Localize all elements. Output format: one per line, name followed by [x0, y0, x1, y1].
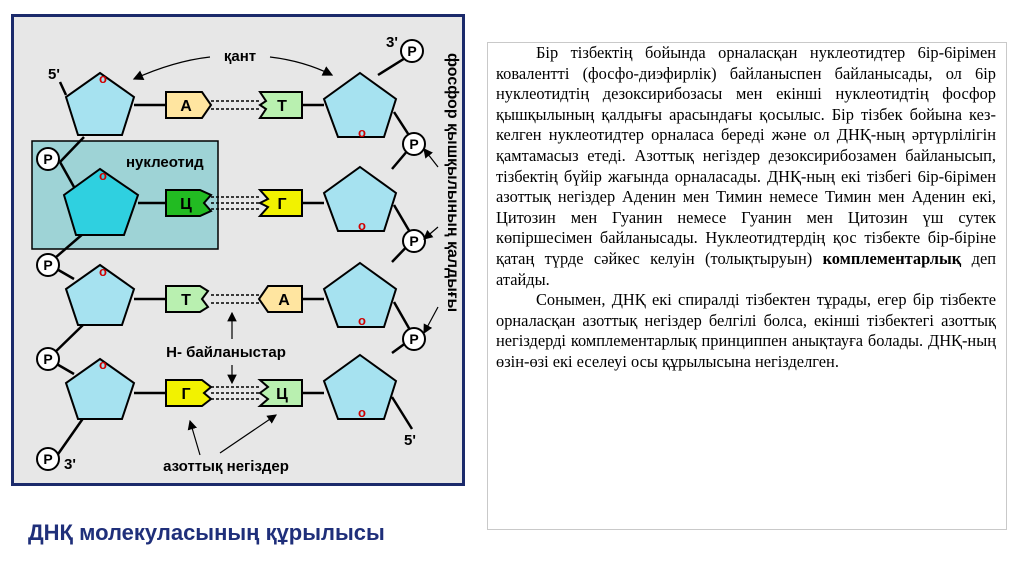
base-g: [165, 379, 213, 407]
sugar: [322, 261, 398, 328]
phosphate-icon: P: [43, 451, 52, 467]
oxygen-label: o: [99, 264, 107, 279]
phosphate-residue-label: фосфор қышқылының қалдығы: [444, 53, 461, 312]
phosphate-icon: P: [43, 257, 52, 273]
term-complementarity: комплементарлық: [822, 248, 962, 268]
left-sugars: [62, 71, 140, 420]
phosphate-icon: P: [409, 331, 418, 347]
base-letter: Ц: [180, 196, 192, 213]
phosphate-icon: P: [409, 136, 418, 152]
sugar: [322, 71, 398, 138]
oxygen-label: o: [358, 313, 366, 328]
oxygen-label: o: [358, 218, 366, 233]
sugar: [322, 353, 398, 420]
arrow: [132, 56, 211, 81]
sugar: [322, 165, 398, 232]
base-g: [257, 189, 303, 217]
base-a: [257, 285, 303, 313]
phosphate-icon: P: [43, 151, 52, 167]
oxygen-label: o: [358, 405, 366, 420]
sugar-base-links: [134, 103, 324, 395]
oxygen-label: o: [99, 71, 107, 86]
phosphate-icon: P: [43, 351, 52, 367]
phosphate-icon: P: [407, 43, 416, 59]
hydrogen-bonds: [211, 100, 259, 400]
base-a: [165, 91, 213, 119]
right-bases: [257, 91, 303, 407]
base-t: [165, 285, 210, 313]
label-5prime: 5': [404, 432, 416, 449]
sugar: [64, 71, 136, 136]
paragraph-text: Бір тізбектің бойында орналасқан нуклеот…: [496, 43, 996, 268]
bases-label: азоттық негіздер: [163, 458, 289, 475]
arrow: [423, 306, 439, 335]
sugar-label: қант: [224, 48, 256, 65]
oxygen-label: o: [99, 168, 107, 183]
arrow: [187, 419, 201, 456]
base-letter: Ц: [276, 386, 288, 403]
oxygen-label: o: [99, 357, 107, 372]
paragraph: Бір тізбектің бойында орналасқан нуклеот…: [496, 43, 996, 290]
base-letter: Г: [181, 386, 190, 403]
right-sugars: [322, 71, 398, 420]
arrow: [219, 414, 277, 454]
arrow: [269, 56, 334, 76]
figure-caption: ДНҚ молекуласының құрылысы: [28, 520, 385, 545]
oxygen-label: o: [358, 125, 366, 140]
base-letter: Г: [277, 196, 286, 213]
base-letter: Т: [181, 292, 191, 309]
phosphate-groups: P P P P P P P P: [36, 39, 426, 471]
dna-structure-figure: o o o o o o o o: [11, 14, 465, 486]
label-3prime: 3': [386, 34, 398, 51]
base-letter: А: [180, 98, 192, 115]
base-t: [258, 91, 303, 119]
base-c: [165, 189, 213, 217]
paragraph-text: деп атайды.: [496, 248, 996, 289]
label-3prime: 3': [64, 456, 76, 473]
h-bonds-label: Н- байланыстар: [166, 344, 286, 361]
phosphate-icon: P: [409, 233, 418, 249]
arrow: [423, 148, 439, 168]
arrow: [423, 226, 439, 240]
sugar: [62, 167, 140, 236]
paragraph: Сонымен, ДНҚ екі спиралді тізбектен тұра…: [496, 290, 996, 371]
label-5prime: 5': [48, 66, 60, 83]
dna-diagram: o o o o o o o o: [31, 34, 461, 475]
text-panel: Бір тізбектің бойында орналасқан нуклеот…: [487, 42, 1007, 530]
left-bases: [165, 91, 213, 407]
nucleotide-label: нуклеотид: [126, 154, 204, 171]
base-letter: А: [278, 292, 290, 309]
sugar: [64, 263, 136, 326]
sugar: [64, 357, 136, 420]
base-c: [257, 379, 303, 407]
base-letter: Т: [277, 98, 287, 115]
